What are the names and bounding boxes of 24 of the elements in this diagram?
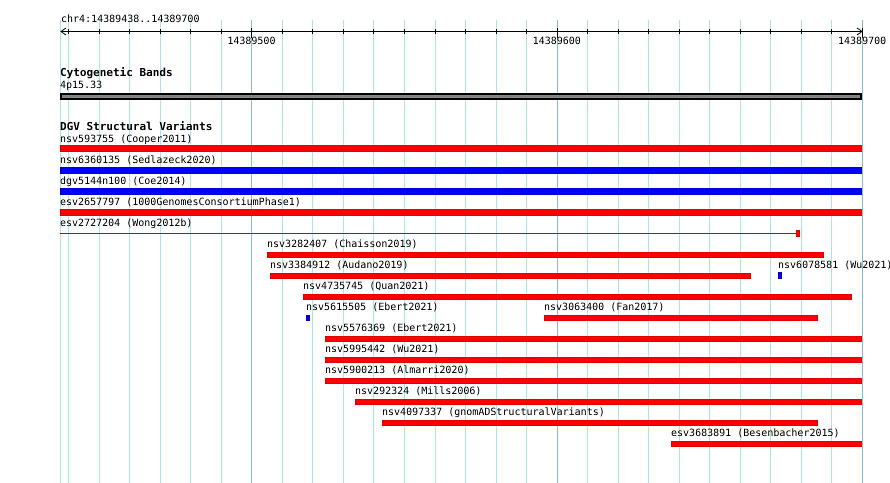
variant-label: nsv5995442 (Wu2021) bbox=[325, 344, 440, 356]
variant-label: nsv5900213 (Almarri2020) bbox=[325, 365, 470, 377]
band-label: 4p15.33 bbox=[60, 80, 102, 92]
track-title: Cytogenetic Bands bbox=[60, 67, 173, 79]
variant-label: nsv292324 (Mills2006) bbox=[355, 386, 482, 398]
variant-label: esv3683891 (Besenbacher2015) bbox=[671, 428, 840, 440]
variant-label: nsv5615505 (Ebert2021) bbox=[306, 302, 438, 314]
track-title: DGV Structural Variants bbox=[60, 121, 212, 133]
variant-label: nsv4097337 (gnomADStructuralVariants) bbox=[382, 407, 605, 419]
tick-label: 14389600 bbox=[532, 36, 581, 48]
variant-label: nsv3384912 (Audano2019) bbox=[270, 260, 408, 272]
coordinate-range: chr4:14389438..14389700 bbox=[61, 14, 200, 26]
variant-label: nsv5576369 (Ebert2021) bbox=[325, 323, 458, 335]
tick-label: 14389700 bbox=[838, 36, 886, 48]
variant-label: nsv3063400 (Fan2017) bbox=[544, 302, 664, 314]
variant-label: dgv5144n100 (Coe2014) bbox=[60, 176, 186, 188]
variant-label: nsv6078581 (Wu2021) bbox=[778, 260, 890, 272]
variant-label: esv2727204 (Wong2012b) bbox=[60, 218, 192, 230]
variant-label: nsv593755 (Cooper2011) bbox=[60, 134, 192, 146]
variant-label: nsv6360135 (Sedlazeck2020) bbox=[60, 155, 217, 167]
tick-label: 14389500 bbox=[227, 36, 276, 48]
variant-label: nsv3282407 (Chaisson2019) bbox=[267, 239, 418, 251]
variant-label: esv2657797 (1000GenomesConsortiumPhase1) bbox=[60, 197, 301, 209]
variant-label: nsv4735745 (Quan2021) bbox=[303, 281, 430, 293]
